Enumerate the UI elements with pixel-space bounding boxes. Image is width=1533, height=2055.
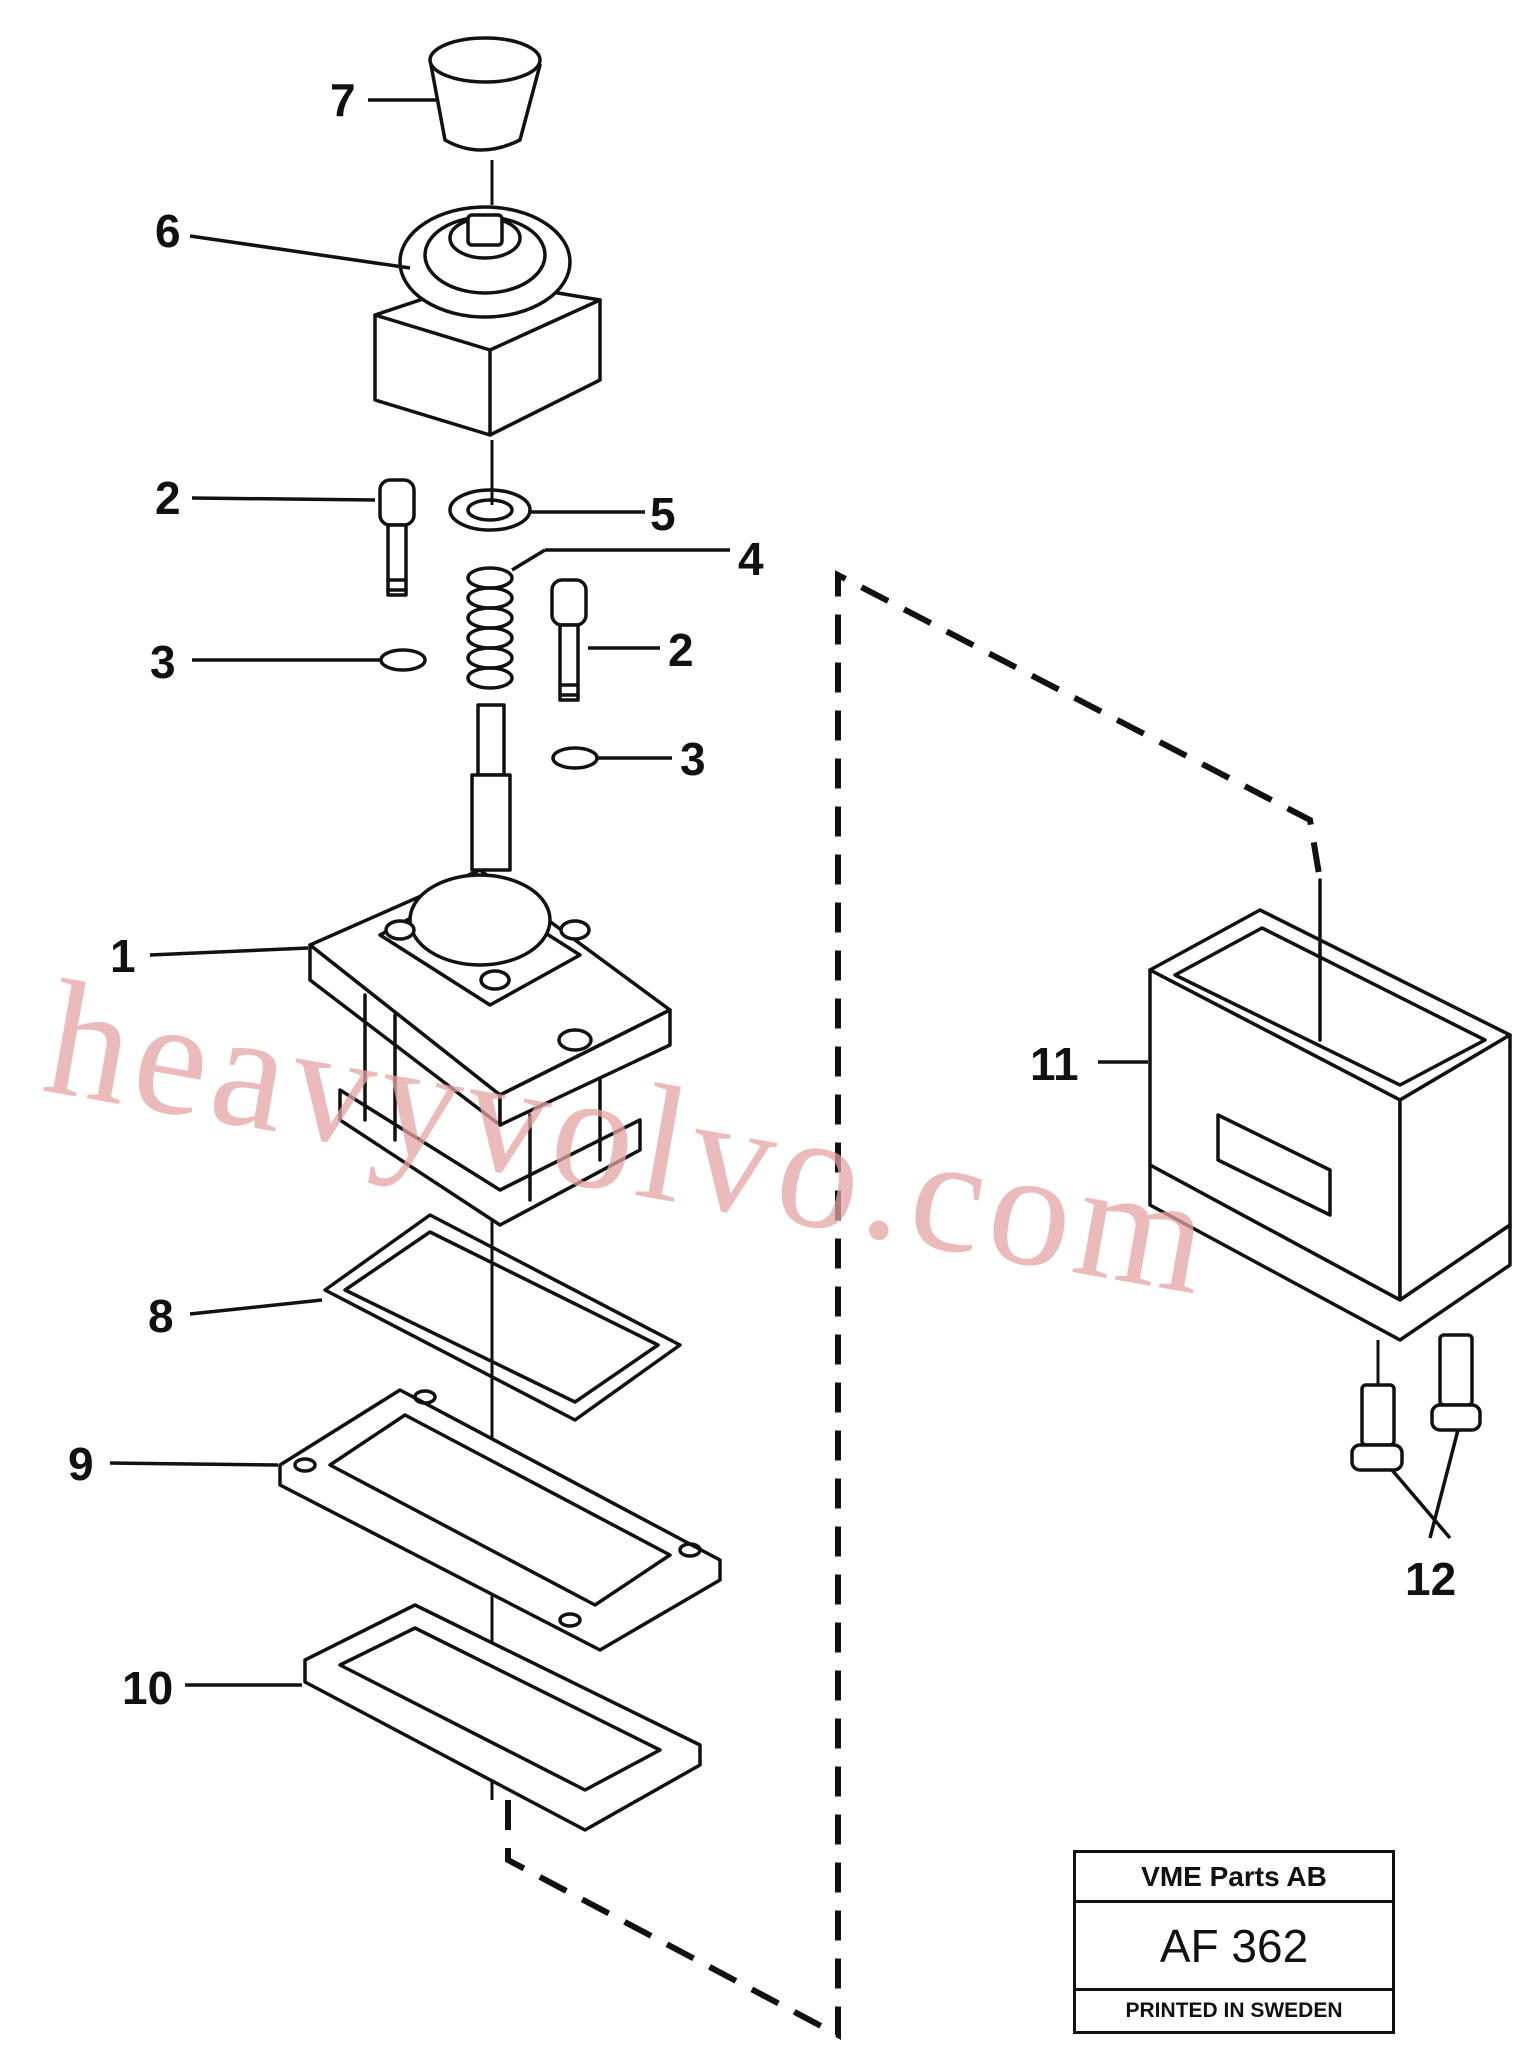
screws-part-12	[1350, 1333, 1482, 1472]
callout-9: 9	[68, 1438, 94, 1490]
callout-4: 4	[738, 533, 764, 585]
callout-3-left: 3	[150, 636, 176, 688]
screw-left-part-2	[378, 478, 416, 597]
title-block-footer: PRINTED IN SWEDEN	[1125, 1999, 1343, 2022]
spring-part-4	[466, 566, 514, 690]
callout-3-right: 3	[680, 733, 706, 785]
leader-6	[189, 234, 411, 270]
leader-2a	[191, 496, 376, 502]
lever-shaft	[470, 703, 512, 872]
circlip-part-5	[448, 488, 532, 532]
callout-1: 1	[110, 930, 136, 982]
housing-part-11	[1148, 878, 1512, 1342]
callout-5: 5	[650, 488, 676, 540]
washer-left-part-3	[379, 648, 427, 672]
leader-1	[149, 946, 309, 957]
leader-8	[189, 1298, 323, 1316]
title-block: VME Parts AB AF 362 PRINTED IN SWEDEN	[1073, 1850, 1395, 2034]
callout-10: 10	[122, 1662, 173, 1714]
leader-12a	[1390, 1468, 1452, 1540]
callout-12: 12	[1405, 1553, 1456, 1605]
title-block-company: VME Parts AB	[1076, 1853, 1392, 1903]
callout-8: 8	[148, 1290, 174, 1342]
callout-2-right: 2	[668, 624, 694, 676]
valve-body-part-1	[308, 868, 672, 1227]
leader-12b	[1428, 1429, 1460, 1539]
screw-right-part-2	[550, 578, 588, 702]
dashed-connection-line	[505, 570, 1323, 2040]
title-block-drawing-number: AF 362	[1076, 1903, 1392, 1991]
callout-2-left: 2	[155, 472, 181, 524]
gasket-part-10	[303, 1603, 702, 1832]
washer-right-part-3	[551, 746, 599, 770]
gasket-part-8	[323, 1213, 682, 1422]
leader-4	[511, 548, 546, 572]
callout-6: 6	[155, 205, 181, 257]
callout-7: 7	[330, 74, 356, 126]
callout-11: 11	[1030, 1038, 1079, 1090]
leader-9	[109, 1461, 279, 1467]
boot-part-6	[373, 205, 602, 437]
knob-part-7	[428, 36, 542, 152]
flange-part-9	[278, 1388, 722, 1652]
